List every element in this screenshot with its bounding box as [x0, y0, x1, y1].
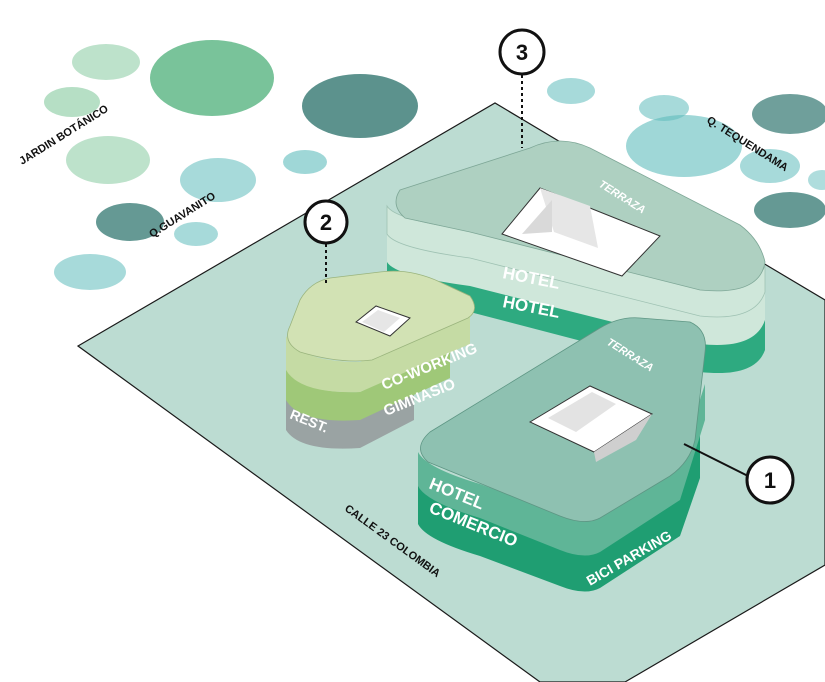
tree	[302, 74, 418, 138]
tree	[54, 254, 126, 290]
tree	[639, 95, 689, 121]
tree	[72, 44, 140, 80]
callout-1-number: 1	[764, 468, 776, 493]
trees	[44, 40, 825, 290]
building-2-mid	[286, 350, 450, 421]
callout-3-number: 3	[516, 40, 528, 65]
tree	[44, 87, 100, 117]
tree	[740, 149, 800, 183]
building-2-upper	[286, 310, 470, 393]
tree	[283, 150, 327, 174]
building-1-courtyard	[528, 385, 654, 462]
building-3-courtyard	[501, 187, 661, 277]
tree	[150, 40, 274, 116]
tree	[752, 94, 825, 134]
tree	[96, 203, 164, 241]
callout-2: 2	[303, 199, 349, 285]
tree	[754, 192, 825, 228]
tree	[808, 170, 825, 190]
building-1-mid	[418, 384, 705, 556]
tree	[180, 158, 256, 202]
building-3: TERRAZA HOTEL HOTEL	[386, 140, 766, 374]
callout-3: 3	[498, 28, 546, 148]
building-2-courtyard	[355, 305, 411, 337]
tree	[547, 78, 595, 104]
callout-2-number: 2	[320, 210, 332, 235]
tree	[626, 115, 742, 177]
building-1-base	[418, 430, 700, 592]
callout-1: 1	[683, 443, 795, 505]
tree	[174, 222, 218, 246]
tree	[66, 136, 150, 184]
